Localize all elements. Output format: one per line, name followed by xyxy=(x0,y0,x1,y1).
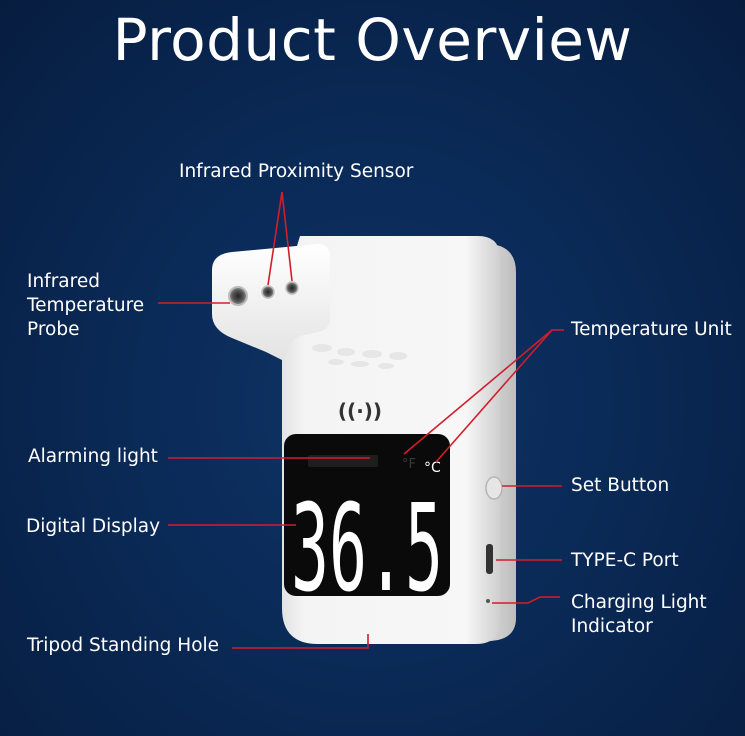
leader-tripod-hole xyxy=(232,634,369,649)
label-probe-line-2: Temperature xyxy=(27,295,145,316)
unit-fahrenheit: °F xyxy=(402,457,416,472)
type-c-port xyxy=(486,544,493,574)
temperature-probe-lens xyxy=(228,286,248,306)
set-button[interactable] xyxy=(485,476,503,500)
alarm-light-strip xyxy=(308,455,378,467)
label-tripod-standing-hole: Tripod Standing Hole xyxy=(27,635,220,656)
label-charging-line-2: Indicator xyxy=(571,616,653,637)
leader-proximity-right xyxy=(281,191,293,282)
temperature-reading: 36.5 xyxy=(291,480,443,619)
leader-charging-light xyxy=(492,596,560,604)
leader-lines xyxy=(158,191,564,649)
charging-light xyxy=(486,599,490,603)
thermometer-device: ((·)) °F °C 36.5 xyxy=(212,236,516,644)
leader-proximity-left xyxy=(267,191,283,286)
label-infrared-proximity-sensor: Infrared Proximity Sensor xyxy=(179,161,414,182)
proximity-sensor-left xyxy=(261,285,275,299)
label-infrared-temperature-probe: Infrared Temperature Probe xyxy=(27,270,144,342)
surface-texture xyxy=(312,344,407,369)
label-probe-line-1: Infrared xyxy=(27,271,100,292)
wireless-icon: ((·)) xyxy=(338,399,382,423)
leader-temperature-unit-f xyxy=(403,329,553,455)
unit-celsius: °C xyxy=(424,460,441,476)
label-charging-light-indicator: Charging Light Indicator xyxy=(571,591,707,639)
label-probe-line-3: Probe xyxy=(27,319,80,340)
label-set-button: Set Button xyxy=(571,475,670,496)
label-alarming-light: Alarming light xyxy=(28,446,158,467)
display-screen xyxy=(284,434,450,596)
label-type-c-port: TYPE-C Port xyxy=(571,550,679,571)
label-charging-line-1: Charging Light xyxy=(571,592,707,613)
label-digital-display: Digital Display xyxy=(26,516,161,537)
sensor-head xyxy=(212,244,330,360)
proximity-sensor-right xyxy=(285,281,299,295)
page-title: Product Overview xyxy=(112,6,633,74)
label-temperature-unit: Temperature Unit xyxy=(571,319,732,340)
